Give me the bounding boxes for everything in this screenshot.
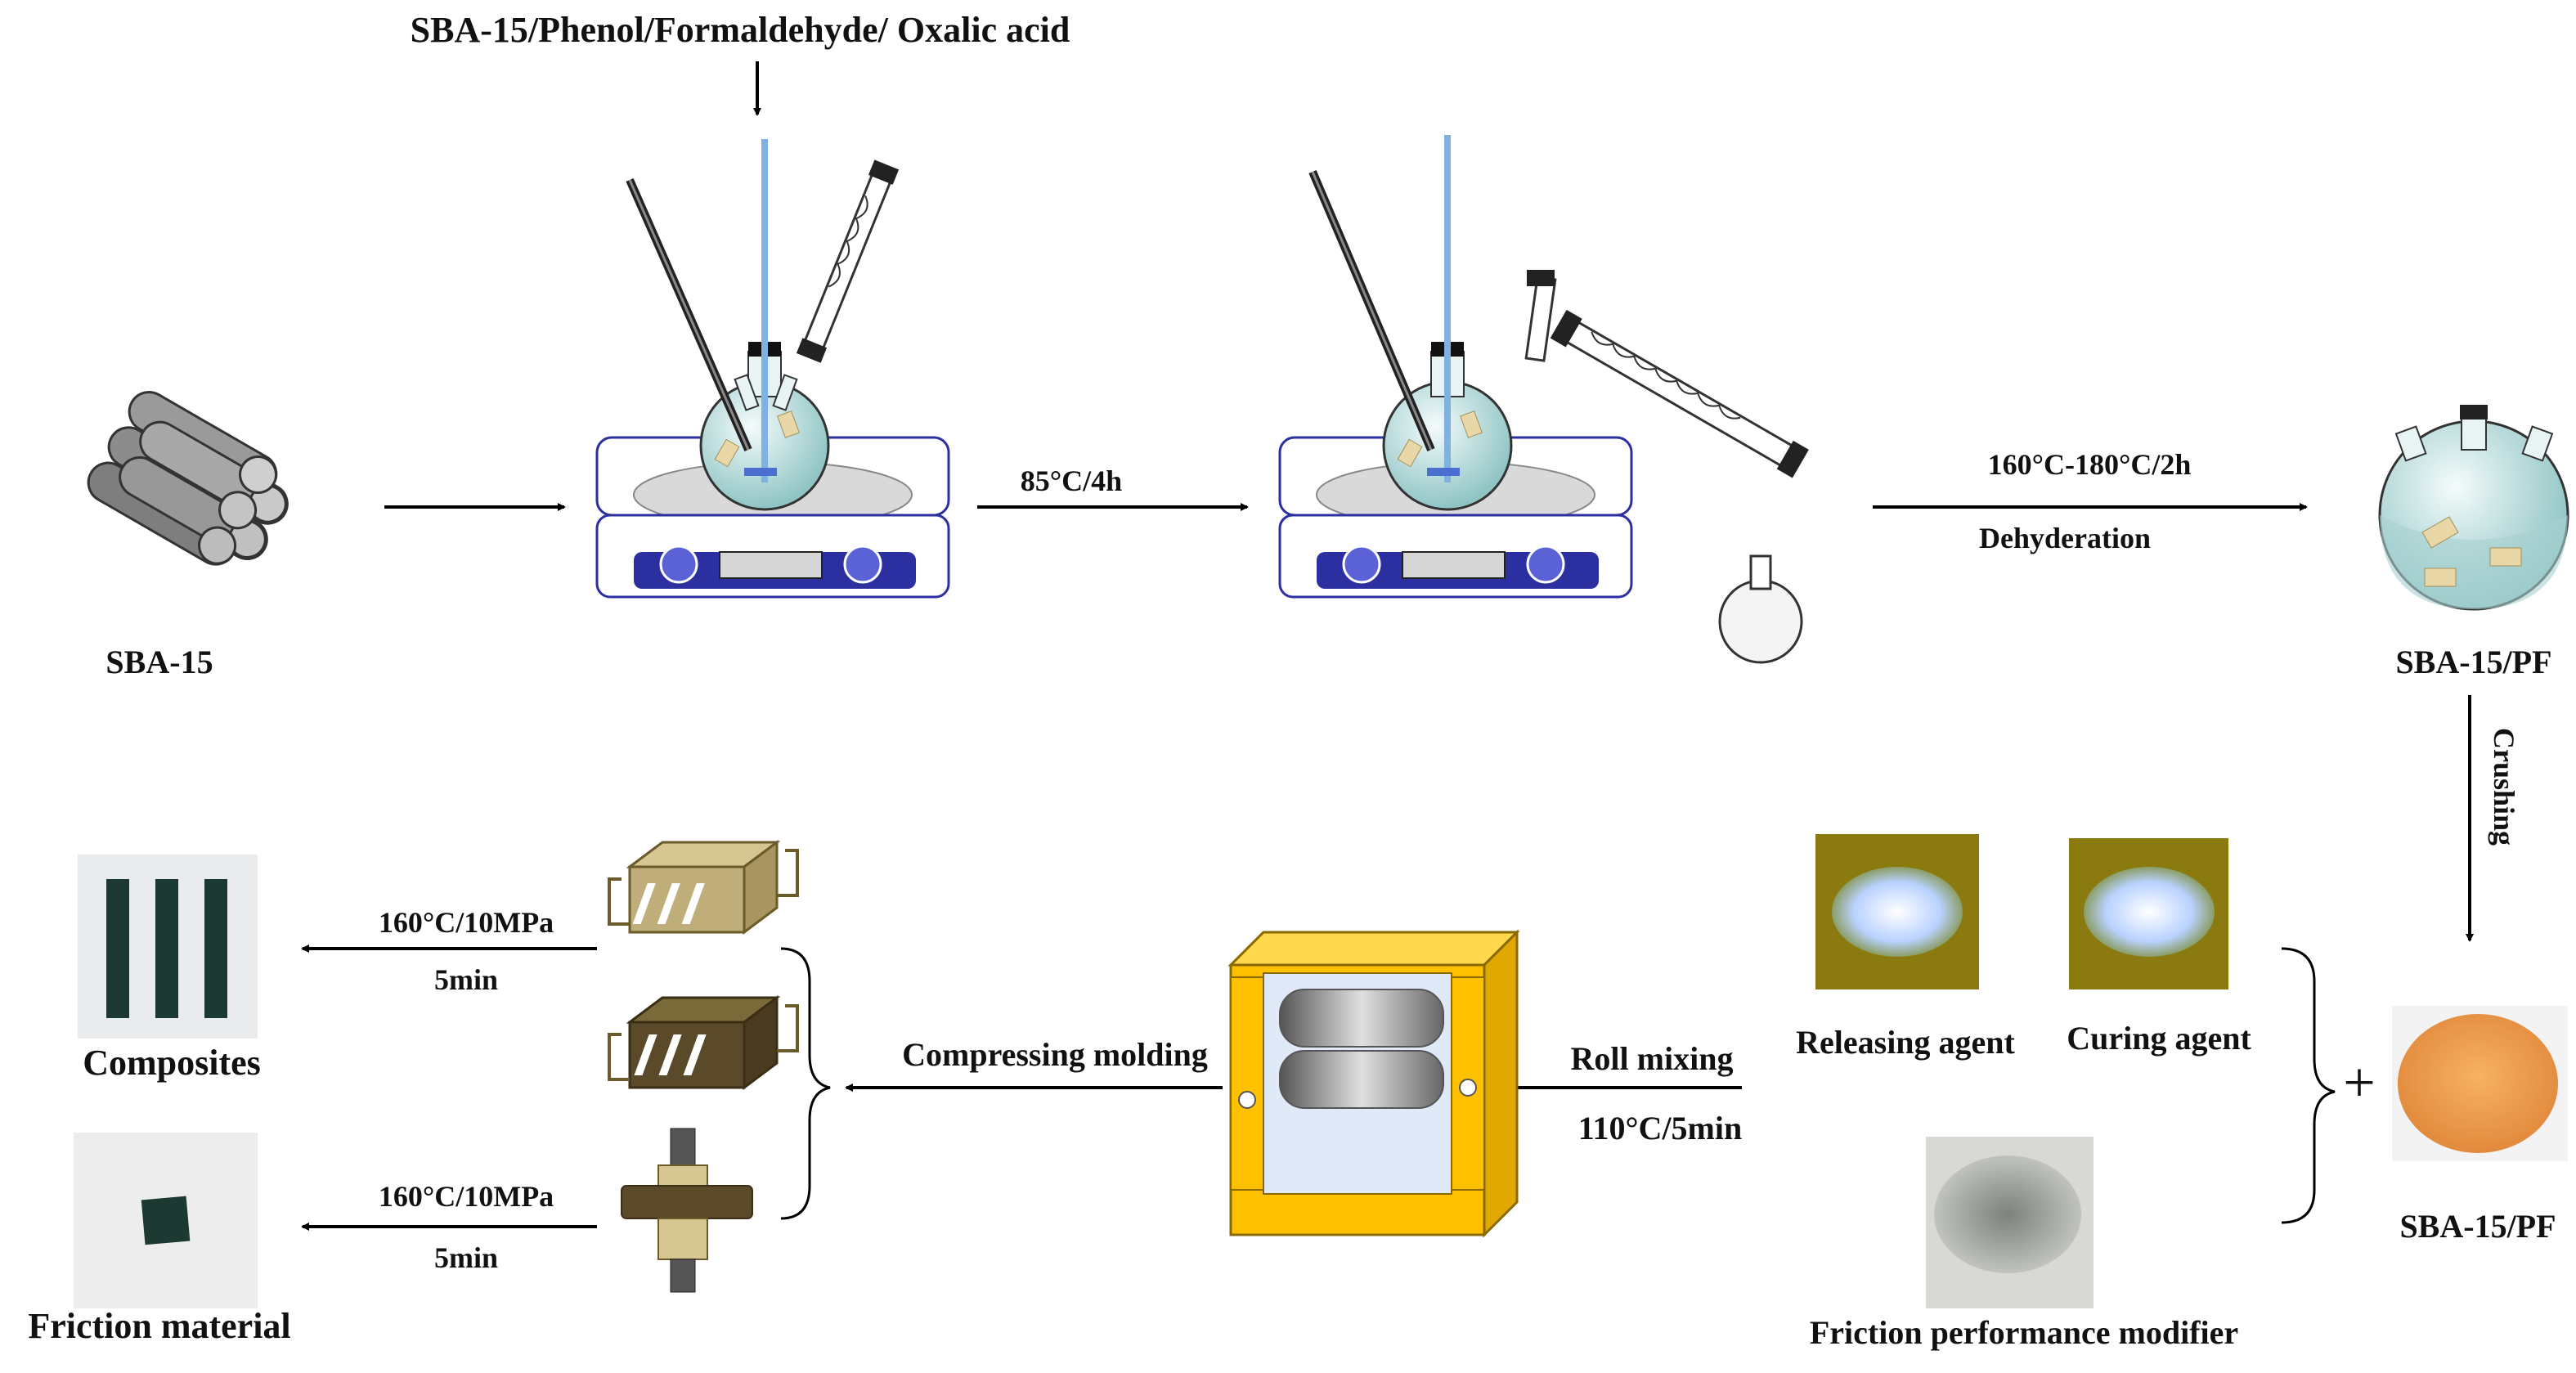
releasing-agent-label: Releasing agent (1796, 1024, 2015, 1061)
mold-middle-plate (608, 995, 799, 1090)
friction-modifier-photo (1926, 1137, 2094, 1308)
press2-condition-label: 160°C/10MPa (378, 1180, 554, 1213)
press1-time-label: 5min (433, 963, 499, 996)
curing-agent-label: Curing agent (2067, 1020, 2251, 1057)
brace-right (2281, 947, 2336, 1224)
friction-material-photo (74, 1133, 258, 1308)
curing-agent-photo (2069, 838, 2228, 989)
friction-material-label: Friction material (28, 1306, 291, 1346)
sba15pf-powder-photo (2392, 1006, 2568, 1161)
sba15-rod-bundle (87, 391, 289, 566)
dehydration-label: Dehyderation (1979, 522, 2151, 554)
releasing-agent-photo (1815, 834, 1979, 989)
hotplate-reactor-1 (595, 139, 950, 599)
reaction-condition-label: 85°C/4h (1020, 464, 1123, 497)
mold-square-press (621, 1128, 753, 1293)
dehydration-temp-label: 160°C-180°C/2h (1987, 448, 2192, 481)
roll-mixing-label: Roll mixing (1570, 1040, 1734, 1077)
crushing-label: Crushing (2488, 728, 2520, 846)
sba15pf-flask-label: SBA-15/PF (2395, 644, 2552, 680)
composites-photo (78, 855, 258, 1039)
sba15pf-powder-label: SBA-15/PF (2399, 1208, 2556, 1245)
press2-time-label: 5min (433, 1241, 499, 1274)
mold-top-plate (608, 840, 799, 935)
friction-modifier-label: Friction performance modifier (1809, 1314, 2239, 1351)
plus-sign: + (2343, 1052, 2376, 1115)
composites-label: Composites (83, 1043, 261, 1083)
roll-mixing-condition-label: 110°C/5min (1577, 1110, 1743, 1146)
roll-mixer (1227, 929, 1520, 1238)
compressing-molding-label: Compressing molding (902, 1036, 1208, 1073)
press1-condition-label: 160°C/10MPa (378, 906, 554, 939)
reagents-title: SBA-15/Phenol/Formaldehyde/ Oxalic acid (410, 10, 1070, 50)
brace-left (780, 947, 831, 1220)
sba15pf-flask (2378, 405, 2569, 611)
sba15-label: SBA-15 (105, 644, 213, 680)
hotplate-reactor-2 (1278, 135, 1809, 664)
